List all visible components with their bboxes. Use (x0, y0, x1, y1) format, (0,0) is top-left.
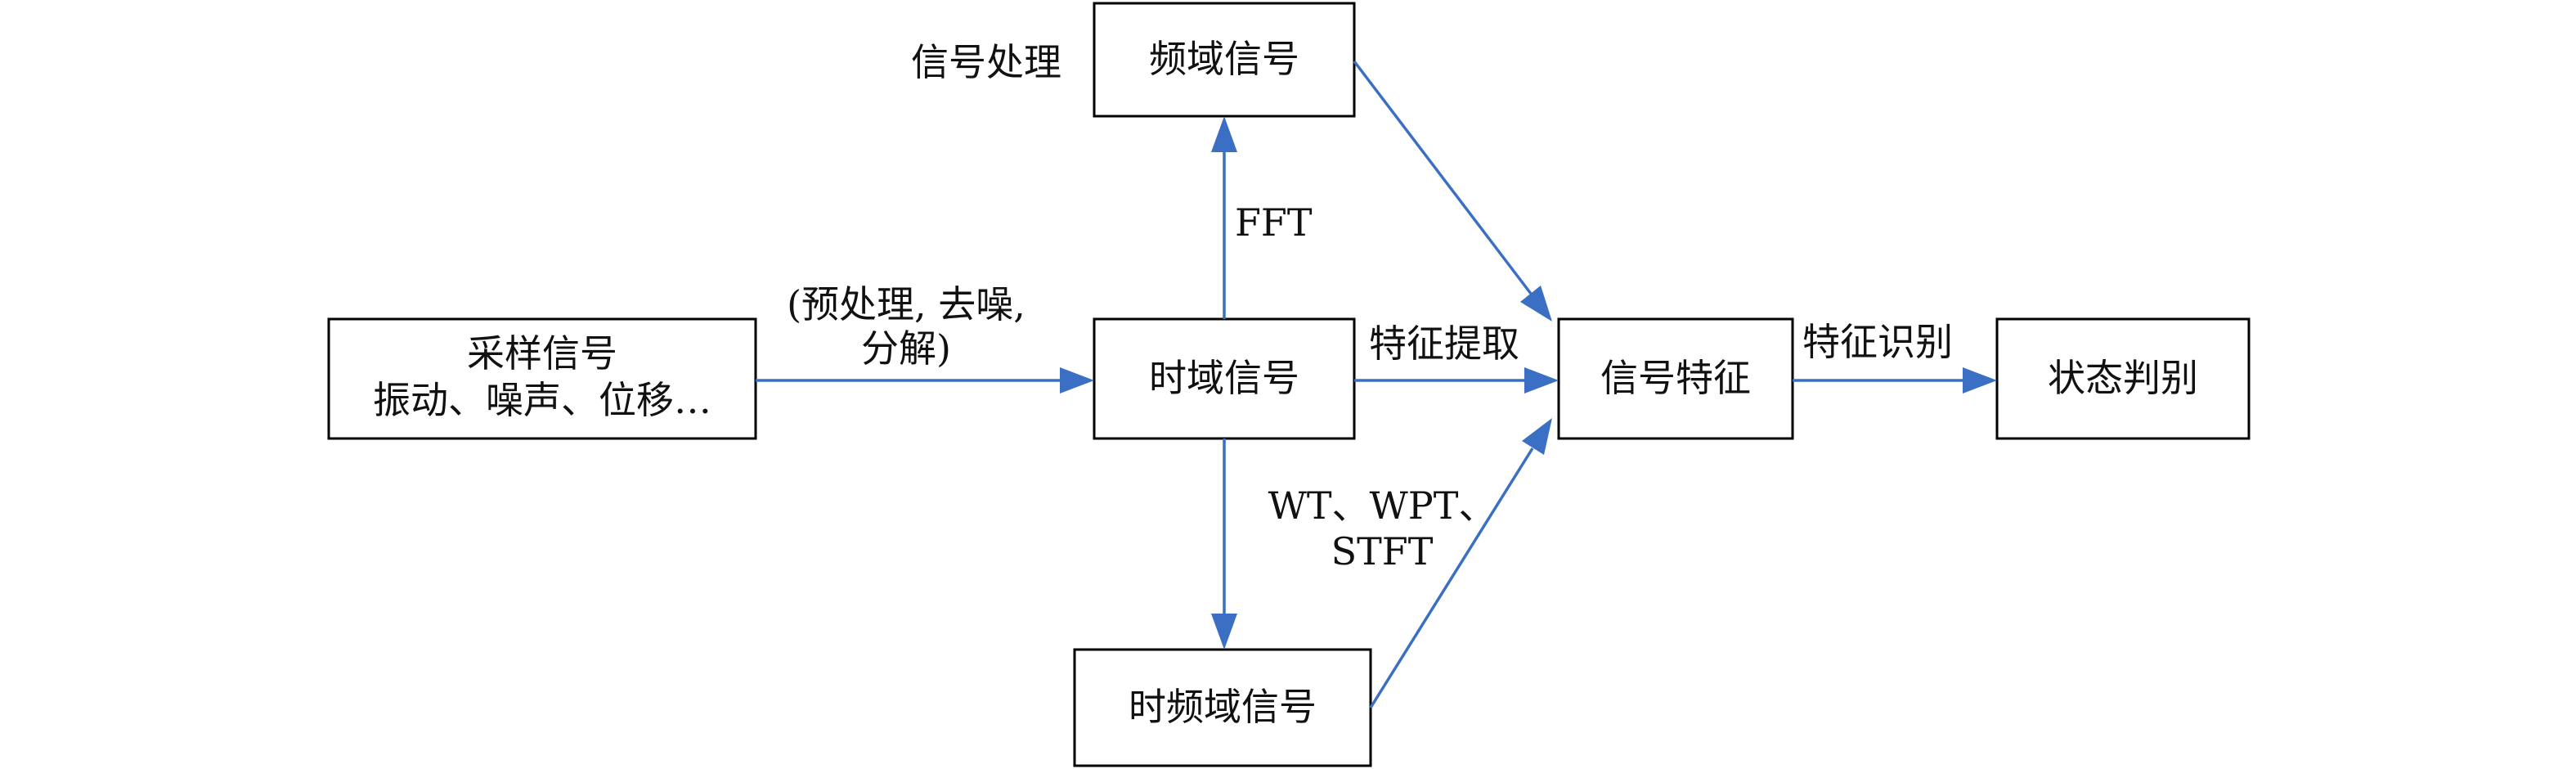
node-sampled-signal: 采样信号 振动、噪声、位移… (327, 317, 757, 440)
feature-extraction-label: 特征提取 (1369, 322, 1519, 366)
arrow-time-frequency-to-feature (1369, 418, 1552, 708)
node-signal-feature: 信号特征 (1557, 317, 1794, 440)
preprocess-label-line1: (预处理, 去噪, (787, 282, 1025, 326)
sampled-signal-examples: 振动、噪声、位移… (373, 378, 711, 422)
wavelet-methods-label-line1: WT、WPT、 (1268, 483, 1497, 528)
node-frequency-domain-signal: 频域信号 (1093, 2, 1356, 118)
node-state-judgment: 状态判别 (1995, 317, 2251, 440)
node-time-domain-signal: 时域信号 (1093, 317, 1356, 440)
signal-processing-label: 信号处理 (911, 40, 1061, 84)
time-frequency-domain-signal-label: 时频域信号 (1129, 685, 1317, 729)
state-judgment-label: 状态判别 (2048, 356, 2198, 400)
arrow-feature-to-state (1793, 367, 1997, 393)
frequency-domain-signal-label: 频域信号 (1149, 37, 1299, 81)
preprocess-label-line2: 分解) (861, 326, 951, 371)
feature-recognition-label: 特征识别 (1802, 320, 1953, 364)
time-domain-signal-label: 时域信号 (1149, 356, 1299, 400)
arrow-time-to-feature (1354, 367, 1559, 393)
sampled-signal-title: 采样信号 (467, 331, 617, 376)
arrow-sampled-to-time (756, 367, 1094, 393)
arrow-time-to-frequency (1211, 116, 1237, 319)
wavelet-methods-label-line2: STFT (1331, 529, 1434, 573)
fft-label: FFT (1235, 200, 1313, 245)
arrow-time-to-time-frequency (1211, 438, 1237, 650)
node-time-frequency-domain-signal: 时频域信号 (1073, 648, 1372, 767)
signal-feature-label: 信号特征 (1600, 356, 1751, 400)
arrow-frequency-to-feature (1353, 60, 1552, 322)
